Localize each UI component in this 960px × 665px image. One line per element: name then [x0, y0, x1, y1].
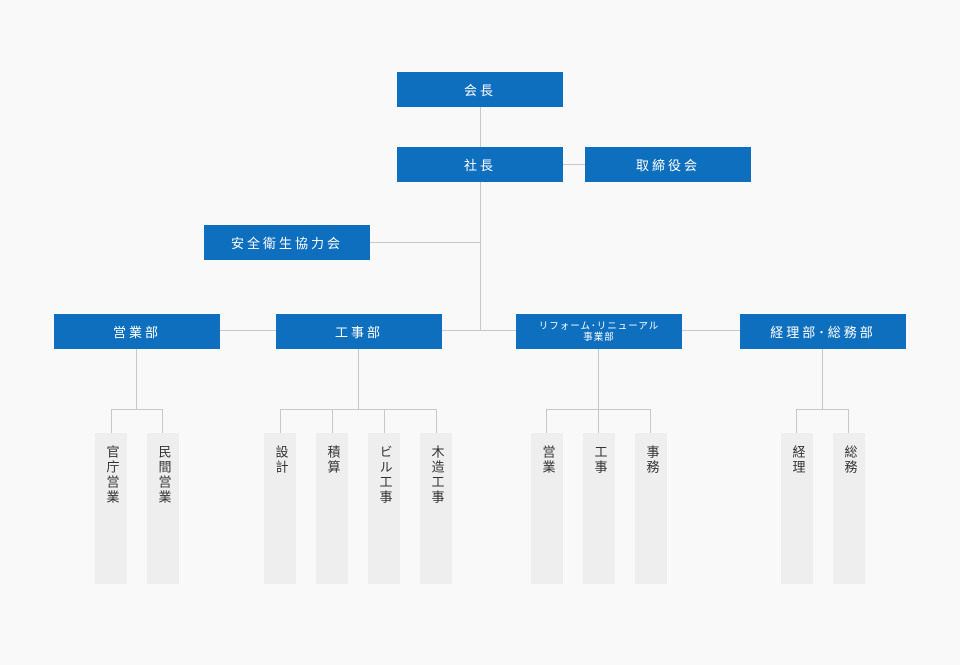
connector-line	[280, 409, 281, 433]
section-column: 総務	[833, 433, 865, 584]
reform-department-box: リフォーム･リニューアル 事業部	[516, 314, 682, 349]
connector-line	[384, 409, 385, 433]
board-label: 取締役会	[635, 159, 700, 174]
section-label: 積算	[324, 445, 340, 475]
connector-line	[162, 409, 163, 433]
connector-line	[436, 409, 437, 433]
board-box: 取締役会	[585, 147, 751, 182]
section-column: 営業	[531, 433, 563, 584]
sales-department-box: 営業部	[54, 314, 220, 349]
section-column: 設計	[264, 433, 296, 584]
connector-line	[358, 349, 359, 409]
construction-department-label: 工事部	[334, 326, 383, 341]
section-column: 木造工事	[420, 433, 452, 584]
section-column: 民間営業	[147, 433, 179, 584]
section-label: 総務	[841, 445, 857, 475]
safety-council-box: 安全衛生協力会	[204, 225, 370, 260]
connector-line	[219, 330, 740, 331]
connector-line	[650, 409, 651, 433]
connector-line	[598, 409, 599, 433]
section-label: ビル工事	[376, 445, 392, 505]
connector-line	[796, 409, 797, 433]
connector-line	[136, 349, 137, 409]
connector-line	[111, 409, 163, 410]
connector-line	[480, 107, 481, 330]
president-label: 社長	[463, 159, 496, 174]
sales-department-label: 営業部	[112, 326, 161, 341]
section-label: 事務	[643, 445, 659, 475]
accounting-department-box: 経理部･総務部	[740, 314, 906, 349]
section-label: 民間営業	[155, 445, 171, 505]
connector-line	[796, 409, 849, 410]
safety-council-label: 安全衛生協力会	[230, 237, 343, 252]
section-column: 工事	[583, 433, 615, 584]
construction-department-box: 工事部	[276, 314, 442, 349]
connector-line	[280, 409, 437, 410]
section-column: 経理	[781, 433, 813, 584]
chairman-box: 会長	[397, 72, 563, 107]
section-label: 木造工事	[428, 445, 444, 505]
section-label: 官庁営業	[103, 445, 119, 505]
connector-line	[848, 409, 849, 433]
president-box: 社長	[397, 147, 563, 182]
reform-department-label-line1: リフォーム･リニューアル	[538, 320, 660, 332]
connector-line	[332, 409, 333, 433]
connector-line	[111, 409, 112, 433]
section-column: 官庁営業	[95, 433, 127, 584]
section-column: ビル工事	[368, 433, 400, 584]
section-label: 経理	[789, 445, 805, 475]
reform-department-label-line2: 事業部	[583, 331, 615, 343]
section-label: 設計	[272, 445, 288, 475]
connector-line	[822, 349, 823, 409]
section-column: 事務	[635, 433, 667, 584]
accounting-department-label: 経理部･総務部	[770, 326, 876, 341]
connector-line	[546, 409, 547, 433]
section-label: 営業	[539, 445, 555, 475]
connector-line	[563, 164, 585, 165]
connector-line	[598, 349, 599, 409]
connector-line	[369, 242, 480, 243]
section-label: 工事	[591, 445, 607, 475]
section-column: 積算	[316, 433, 348, 584]
chairman-label: 会長	[463, 84, 496, 99]
